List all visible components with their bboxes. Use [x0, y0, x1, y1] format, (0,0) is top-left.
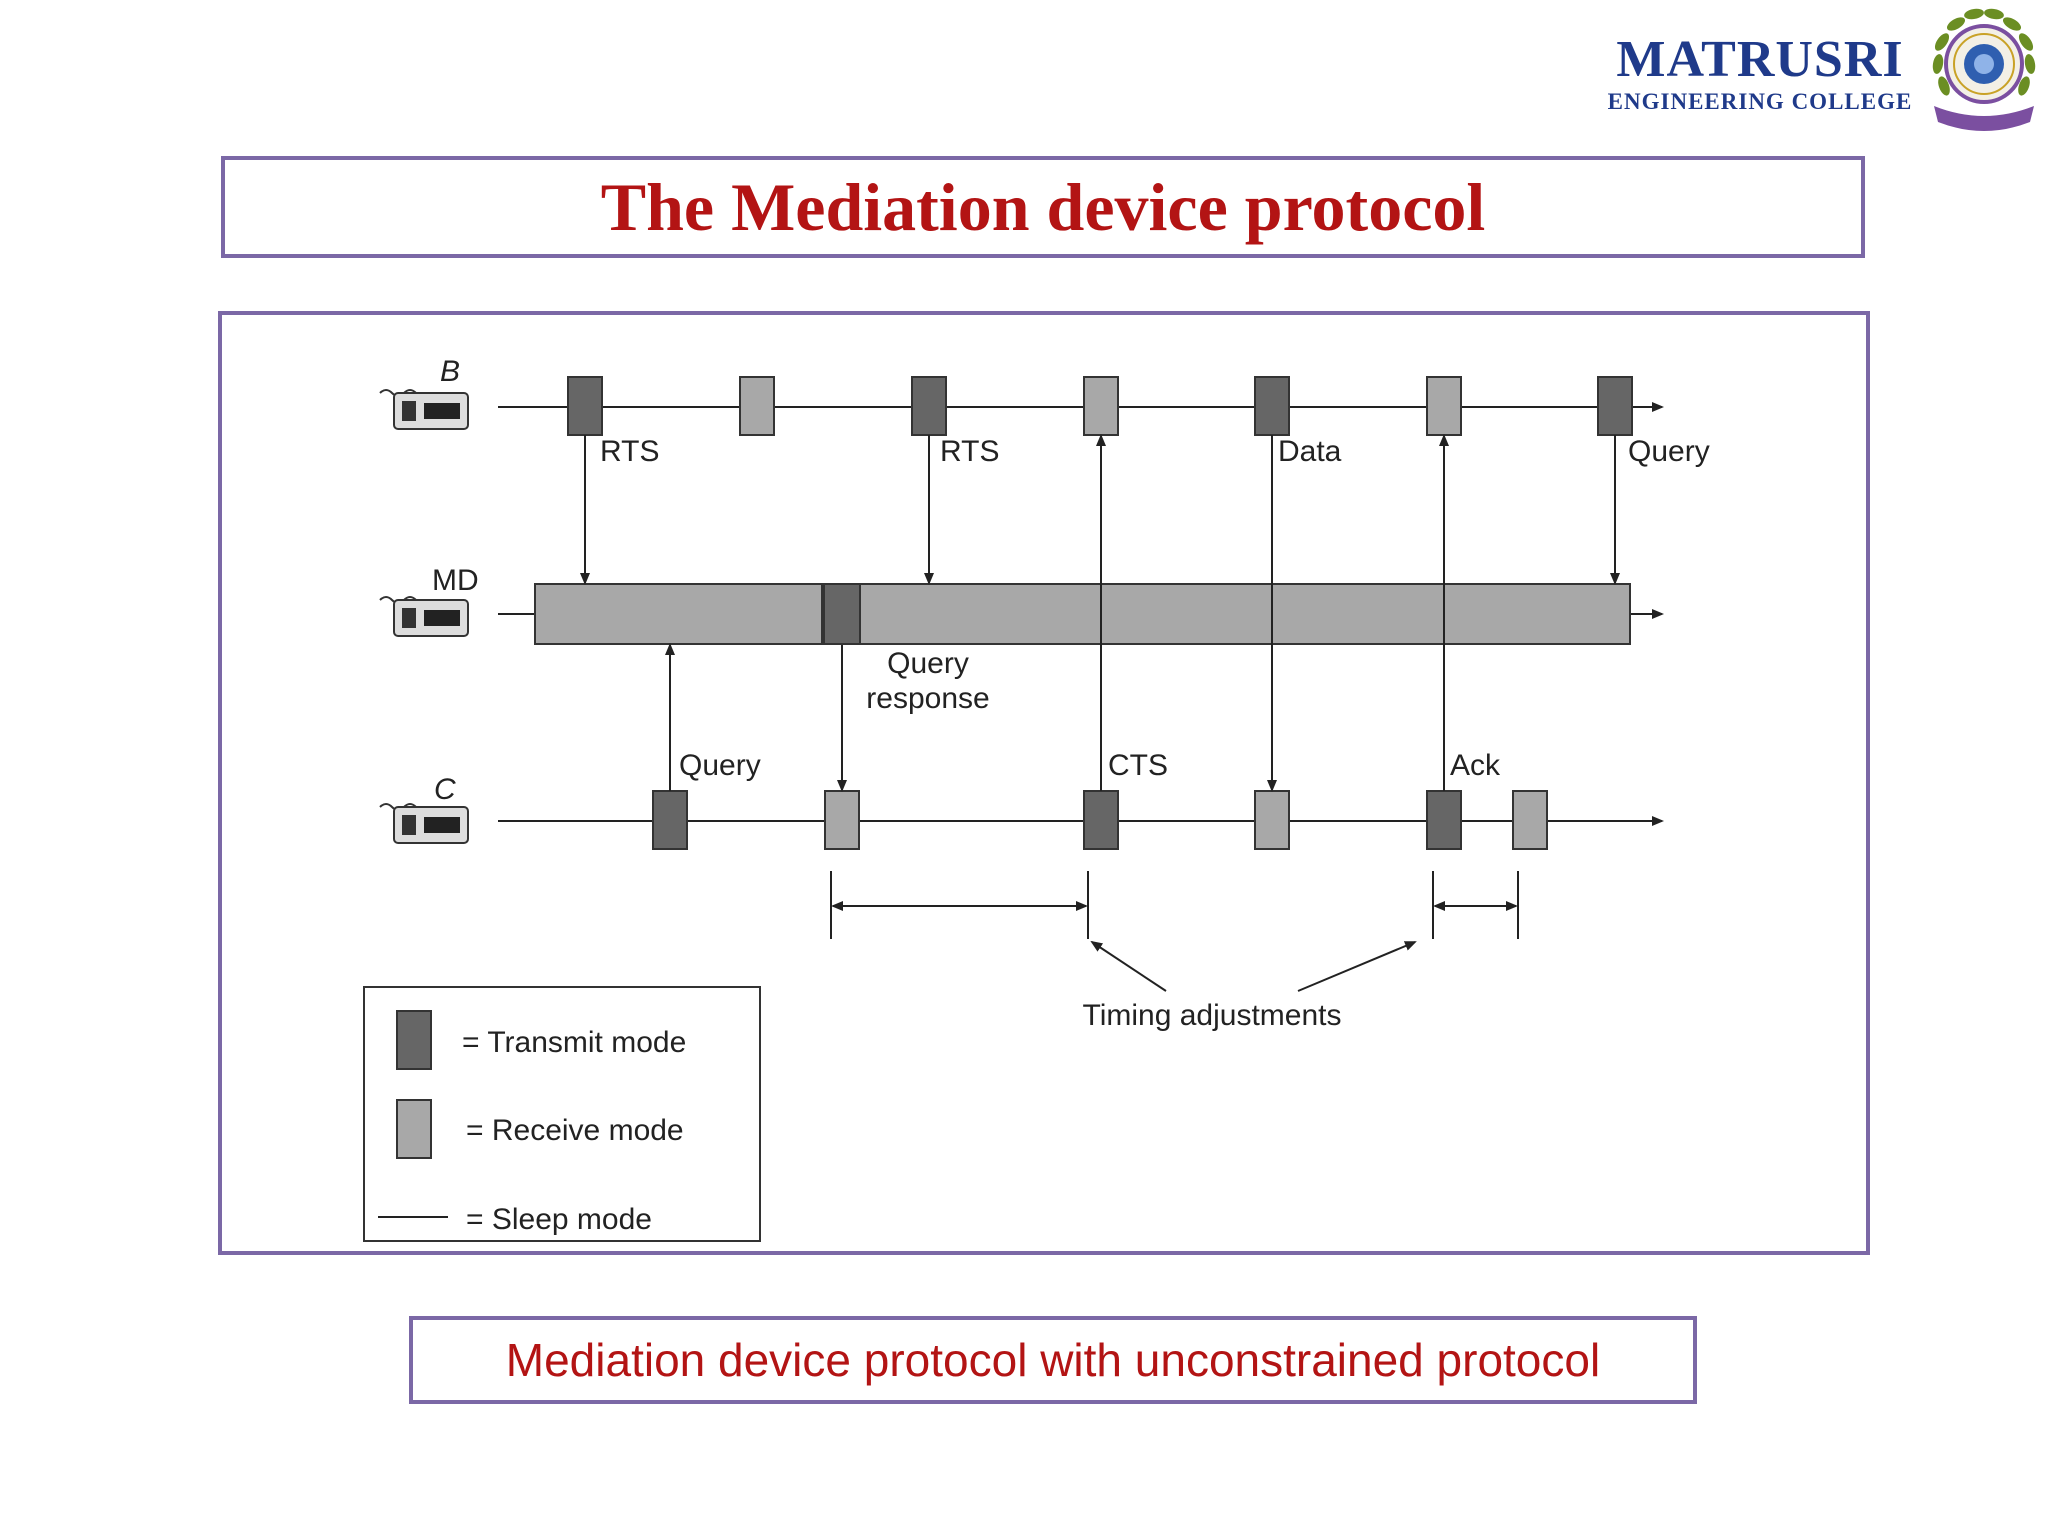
device-b-icon [379, 389, 469, 430]
label-query-response-2: response [866, 682, 989, 715]
timing-adjustment-2 [1432, 871, 1519, 939]
label-data: Data [1278, 435, 1342, 468]
title-box: The Mediation device protocol [221, 156, 1865, 258]
md-receive-bar-2 [859, 583, 1631, 645]
b-transmit-rts-2 [911, 376, 947, 436]
device-md-icon [379, 596, 469, 637]
c-transmit-ack [1426, 790, 1462, 850]
label-rts-2: RTS [940, 435, 999, 468]
b-transmit-data [1254, 376, 1290, 436]
c-receive-response [824, 790, 860, 850]
legend-receive-label: = Receive mode [466, 1114, 684, 1147]
label-ack: Ack [1450, 749, 1501, 782]
legend-transmit-label: = Transmit mode [462, 1026, 686, 1059]
node-md-label: MD [432, 564, 479, 597]
legend: = Transmit mode = Receive mode = Sleep m… [363, 986, 761, 1242]
c-transmit-query [652, 790, 688, 850]
mediation-diagram: B MD C RTS RT [363, 355, 1710, 1242]
b-receive-1 [739, 376, 775, 436]
label-rts-1: RTS [600, 435, 659, 468]
label-timing-adjustments: Timing adjustments [1083, 999, 1342, 1032]
label-query-response-1: Query [887, 647, 969, 680]
c-transmit-cts [1083, 790, 1119, 850]
device-c-icon [379, 803, 469, 844]
timing-pointer-1 [1090, 940, 1167, 992]
diagram-frame: B MD C RTS RT [218, 311, 1870, 1255]
c-receive-2 [1512, 790, 1548, 850]
legend-receive-swatch [396, 1099, 432, 1159]
logo-subtitle: ENGINEERING COLLEGE [1607, 89, 1913, 114]
b-transmit-query [1597, 376, 1633, 436]
b-transmit-rts-1 [567, 376, 603, 436]
node-c-label: C [434, 773, 456, 806]
page-title: The Mediation device protocol [600, 168, 1486, 245]
b-receive-cts [1083, 376, 1119, 436]
college-logo: MATRUSRI ENGINEERING COLLEGE [1600, 32, 1920, 116]
caption-box: Mediation device protocol with unconstra… [409, 1316, 1697, 1404]
legend-sleep-label: = Sleep mode [466, 1203, 652, 1236]
timing-pointer-2 [1297, 941, 1417, 992]
label-query-b: Query [1628, 435, 1710, 468]
b-receive-ack [1426, 376, 1462, 436]
c-receive-data [1254, 790, 1290, 850]
logo-name: MATRUSRI [1616, 31, 1904, 88]
md-transmit-block [823, 583, 861, 645]
md-receive-bar-1 [534, 583, 823, 645]
college-emblem-icon [1932, 8, 2036, 131]
timing-adjustment-1 [830, 871, 1089, 939]
node-b-label: B [440, 355, 460, 388]
legend-transmit-swatch [396, 1010, 432, 1070]
label-cts: CTS [1108, 749, 1168, 782]
caption: Mediation device protocol with unconstra… [505, 1334, 1601, 1386]
label-query-c: Query [679, 749, 761, 782]
